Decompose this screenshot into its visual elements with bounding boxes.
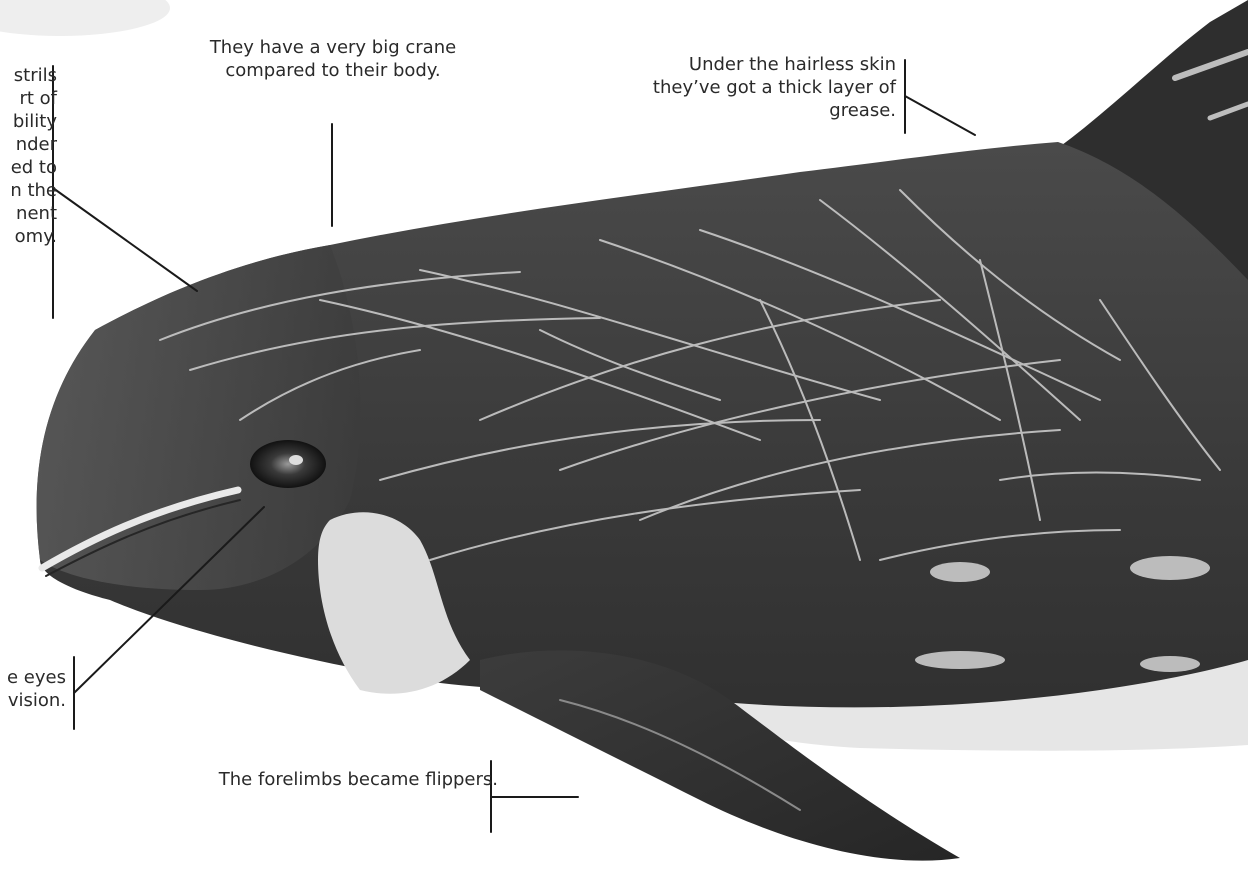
nostrils-pointer (53, 188, 197, 291)
cranium-annotation: They have a very big crane compared to t… (198, 36, 468, 82)
skin-line-1: Under the hairless skin (653, 53, 896, 76)
skin-pointer (905, 96, 975, 135)
nostrils-annotation: strils rt of bility nder ed to n the nen… (10, 64, 57, 248)
skin-line-3: grease. (653, 99, 896, 122)
eye-highlight (289, 455, 303, 465)
eyes-annotation: e eyes vision. (7, 666, 66, 712)
skin-annotation: Under the hairless skin they’ve got a th… (653, 53, 896, 122)
nostrils-line-4: nder (10, 133, 57, 156)
nostrils-line-3: bility (10, 110, 57, 133)
eyes-line-1: e eyes (7, 666, 66, 689)
eye (250, 440, 326, 488)
nostrils-line-7: nent (10, 202, 57, 225)
cranium-line-1: They have a very big crane (198, 36, 468, 59)
nostrils-line-5: ed to (10, 156, 57, 179)
eyes-line-2: vision. (7, 689, 66, 712)
flippers-annotation: The forelimbs became flippers. (219, 768, 498, 791)
skin-line-2: they’ve got a thick layer of (653, 76, 896, 99)
nostrils-line-6: n the (10, 179, 57, 202)
nostrils-line-8: omy. (10, 225, 57, 248)
nostrils-line-1: strils (10, 64, 57, 87)
nostrils-line-2: rt of (10, 87, 57, 110)
flippers-line-1: The forelimbs became flippers. (219, 768, 498, 791)
cranium-line-2: compared to their body. (198, 59, 468, 82)
corner-smudge (0, 0, 170, 36)
